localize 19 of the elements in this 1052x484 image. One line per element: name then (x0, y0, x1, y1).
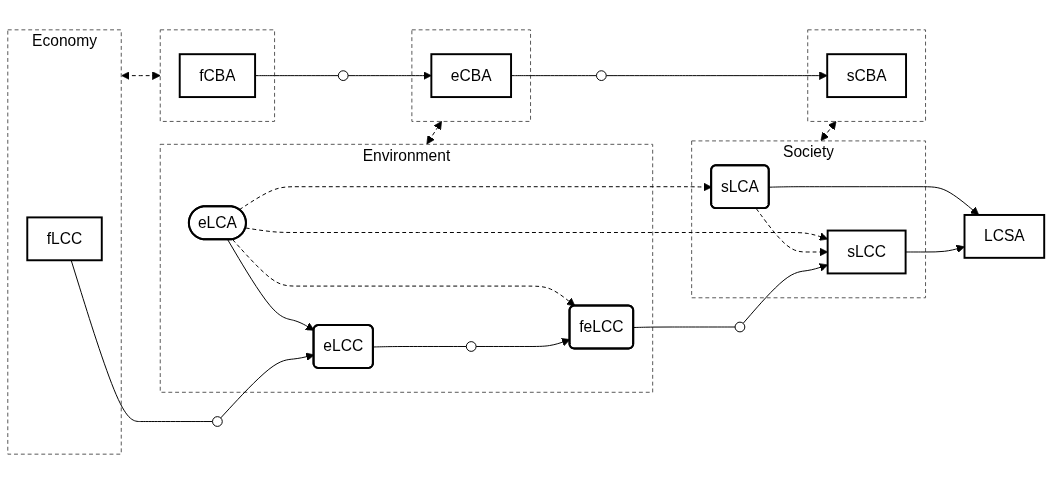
node-box: eCBA (430, 53, 513, 99)
arrow (426, 121, 442, 145)
node-circle (734, 321, 746, 333)
connector (372, 346, 467, 348)
node-box: sLCC (826, 229, 907, 275)
arrow (820, 121, 837, 141)
node-box: sCBA (826, 53, 907, 99)
node-circle (212, 416, 223, 427)
cluster (159, 29, 276, 122)
node-circle (465, 341, 477, 352)
node-circle (596, 70, 607, 81)
node-box: fCBA (178, 53, 257, 99)
connector (70, 259, 213, 422)
node-box: LCSA (963, 214, 1046, 259)
node-box: fLCC (26, 216, 103, 262)
connector (633, 326, 736, 328)
cluster (411, 29, 532, 122)
cluster (807, 29, 926, 122)
node-circle (337, 70, 349, 81)
